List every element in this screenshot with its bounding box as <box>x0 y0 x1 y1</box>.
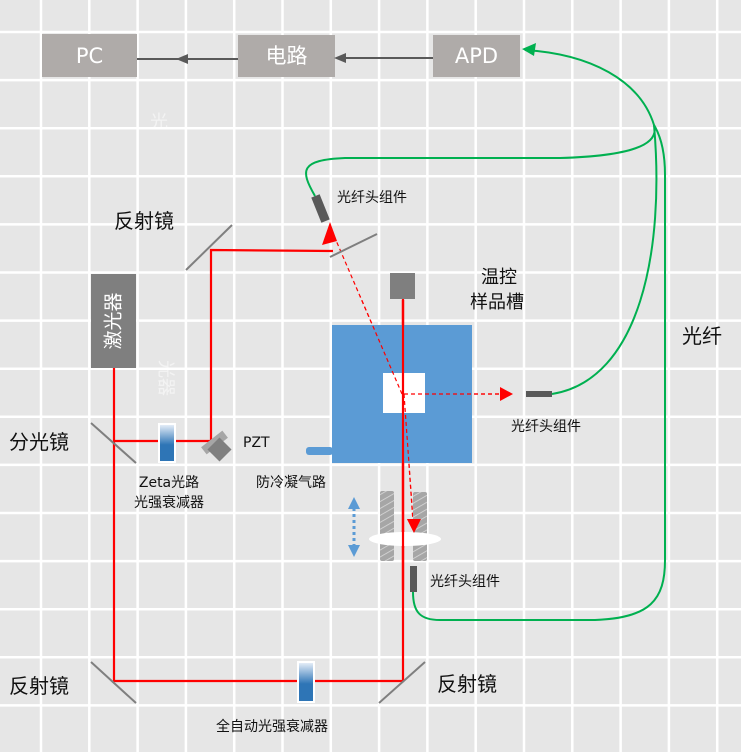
lens-mount-left <box>380 491 394 561</box>
beam-arrow-up-icon <box>322 222 337 245</box>
sample-cell-label-line1: 温控 <box>481 267 517 288</box>
fiber-head-right[interactable] <box>526 391 552 397</box>
fiber-head-bottom[interactable] <box>410 566 417 592</box>
beam-arrow-right-icon <box>500 387 513 401</box>
focusing-lens[interactable] <box>369 532 441 546</box>
sample-cell-label-line2: 样品槽 <box>470 292 524 313</box>
fiber-head-top[interactable] <box>311 194 330 223</box>
fiber-head-bottom-label: 光纤头组件 <box>430 574 500 590</box>
apd-box[interactable] <box>433 35 520 77</box>
mirror-top-label: 反射镜 <box>114 209 174 233</box>
pzt-actuator <box>207 437 232 462</box>
beam-arrow-down-icon <box>407 519 421 533</box>
fiber-top-to-apd <box>305 49 656 197</box>
watermark-text: 光 <box>150 112 168 133</box>
arrow-up-icon <box>348 497 360 509</box>
mirror-bottom-right-label: 反射镜 <box>437 672 497 696</box>
apd-label: APD <box>455 44 498 68</box>
auto-attenuator[interactable] <box>299 663 313 701</box>
auto-attenuator-label: 全自动光强衰减器 <box>216 718 328 735</box>
arrow-head-icon <box>176 54 188 64</box>
fiber-arrow-icon <box>522 43 536 56</box>
anti-condensation-pipe <box>306 447 333 455</box>
circuit-box[interactable] <box>238 35 335 77</box>
anti-condensation-label: 防冷凝气路 <box>256 475 326 491</box>
pzt-label: PZT <box>243 435 270 451</box>
pc-label: PC <box>76 44 103 68</box>
mirror-bottom-left[interactable] <box>90 661 137 704</box>
beam-splitter-label: 分光镜 <box>9 430 69 454</box>
beam-stop <box>390 273 415 299</box>
zeta-attenuator[interactable] <box>160 425 174 461</box>
fiber-head-right-label: 光纤头组件 <box>511 419 581 435</box>
watermark-text: 光器 <box>155 360 176 396</box>
beam-splitter-mirror[interactable] <box>90 422 137 464</box>
laser-box[interactable] <box>91 274 136 368</box>
scatter-segment <box>359 295 403 395</box>
zeta-attenuator-label-line2: 光强衰减器 <box>134 494 204 511</box>
fiber-label: 光纤 <box>682 324 722 348</box>
fiber-right-to-apd <box>551 124 658 395</box>
arrow-down-icon <box>348 545 360 557</box>
scatter-segment <box>403 393 414 521</box>
pzt-stage[interactable] <box>201 430 232 462</box>
pc-box[interactable] <box>42 34 137 77</box>
mirror-top[interactable] <box>185 224 233 271</box>
arrow-head-icon <box>334 53 346 63</box>
mirror-bottom-right[interactable] <box>378 661 426 704</box>
optical-fiber <box>305 49 666 621</box>
mirror-collection[interactable] <box>329 233 378 258</box>
laser-label: 激光器 <box>103 292 125 349</box>
zeta-attenuator-label-line1: Zeta光路 <box>139 475 199 491</box>
fiber-head-top-label: 光纤头组件 <box>337 190 407 206</box>
circuit-label: 电路 <box>266 44 308 68</box>
mirror-bottom-left-label: 反射镜 <box>9 674 69 698</box>
fiber-bottom-to-apd <box>412 124 666 621</box>
